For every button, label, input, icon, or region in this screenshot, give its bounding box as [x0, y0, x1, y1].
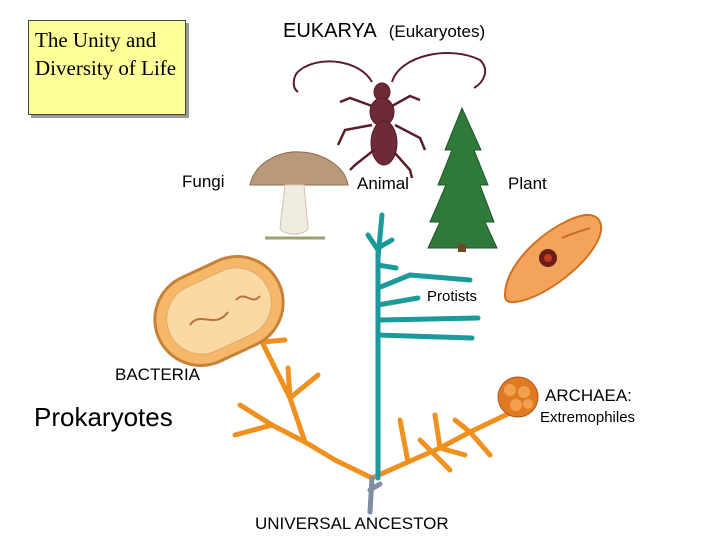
- protists-label: Protists: [427, 288, 478, 305]
- animal-label: Animal: [357, 174, 409, 193]
- extremophiles-label: Extremophiles: [540, 409, 636, 426]
- eukarya-branches: [365, 212, 481, 481]
- archaea-cell-image: [497, 376, 539, 418]
- page-title: The Unity and Diversity of Life: [35, 28, 177, 80]
- conifer-plant-image: [427, 106, 498, 252]
- universal-ancestor-trunk: [367, 475, 383, 515]
- plant-label: Plant: [508, 174, 547, 193]
- archaea-label: ARCHAEA:: [545, 386, 632, 405]
- eukarya-label: EUKARYA (Eukaryotes): [283, 20, 485, 43]
- bacterium-image: [153, 255, 285, 367]
- eukarya-text: EUKARYA: [283, 20, 377, 42]
- eukarya-sub: (Eukaryotes): [388, 22, 486, 41]
- universal-ancestor-label: UNIVERSAL ANCESTOR: [255, 514, 449, 533]
- protist-cell-image: [503, 213, 603, 304]
- fungi-label: Fungi: [182, 172, 225, 191]
- beetle-animal-image: [292, 52, 487, 179]
- mushroom-fungi-image: [249, 151, 349, 240]
- title-box: The Unity and Diversity of Life: [28, 20, 186, 115]
- prokaryotes-label: Prokaryotes: [34, 402, 173, 432]
- bacteria-label: BACTERIA: [115, 365, 201, 384]
